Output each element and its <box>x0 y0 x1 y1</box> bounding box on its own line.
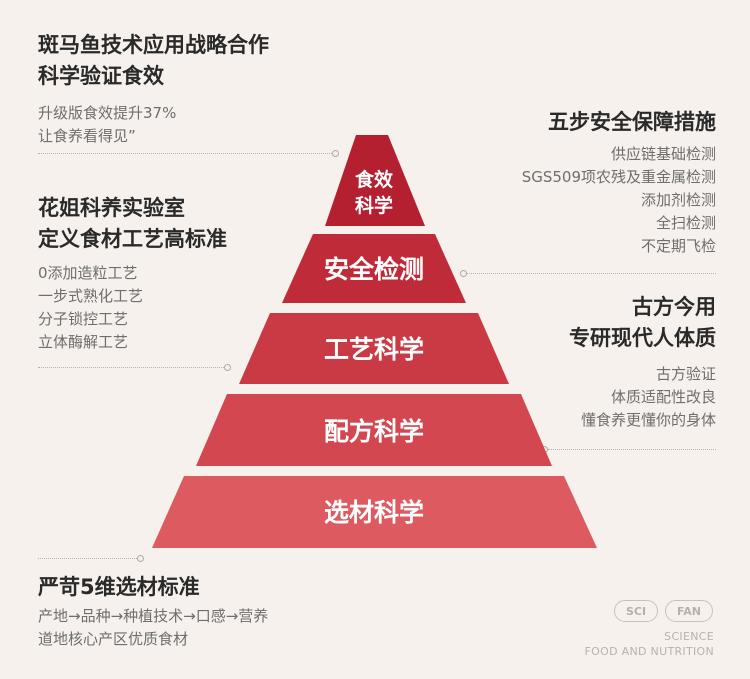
left-block-3-lines: 产地→品种→种植技术→口感→营养 道地核心产区优质食材 <box>38 607 269 648</box>
pyramid-tier-craft <box>239 313 509 384</box>
pyramid-tier-label-selection: 选材科学 <box>324 498 424 527</box>
left-block-3: 严苛5维选材标准 产地→品种→种植技术→口感→营养 道地核心产区优质食材 <box>38 572 368 651</box>
pyramid-tier-label-craft: 工艺科学 <box>324 335 424 364</box>
brand-pill-sci: SCI <box>614 600 658 622</box>
right-block-1: 五步安全保障措施 供应链基础检测 SGS509项农残及重金属检测 添加剂检测 全… <box>426 107 716 258</box>
pyramid-tier-label-formula: 配方科学 <box>324 417 424 446</box>
pyramid-tier-label-safety: 安全检测 <box>324 255 424 284</box>
pyramid-apex-label-1: 食效 <box>355 168 393 191</box>
connector-line <box>38 558 137 559</box>
connector-dot <box>332 150 339 157</box>
left-block-1-lines: 升级版食效提升37% 让食养看得见” <box>38 104 177 145</box>
pyramid-tier-formula <box>196 394 552 466</box>
left-block-2-title: 花姐科养实验室 定义食材工艺高标准 <box>38 196 227 251</box>
left-block-3-title: 严苛5维选材标准 <box>38 575 200 599</box>
left-block-2: 花姐科养实验室 定义食材工艺高标准 0添加造粒工艺 一步式熟化工艺 分子锁控工艺… <box>38 193 298 354</box>
connector-line <box>38 367 224 368</box>
right-block-2: 古方今用 专研现代人体质 古方验证 体质适配性改良 懂食养更懂你的身体 <box>456 292 716 432</box>
brand-pill-fan: FAN <box>665 600 713 622</box>
right-block-1-lines: 供应链基础检测 SGS509项农残及重金属检测 添加剂检测 全扫检测 不定期飞检 <box>521 145 716 255</box>
left-block-1-title: 斑马鱼技术应用战略合作 科学验证食效 <box>38 33 269 88</box>
connector-dot <box>137 555 144 562</box>
left-block-1: 斑马鱼技术应用战略合作 科学验证食效 升级版食效提升37% 让食养看得见” <box>38 30 328 148</box>
right-block-2-lines: 古方验证 体质适配性改良 懂食养更懂你的身体 <box>580 365 716 429</box>
right-block-1-title: 五步安全保障措施 <box>548 110 716 134</box>
connector-dot <box>460 270 467 277</box>
pyramid-tier-safety <box>282 234 466 303</box>
pyramid-apex-label-2: 科学 <box>355 194 393 217</box>
connector-dot <box>224 364 231 371</box>
left-block-2-lines: 0添加造粒工艺 一步式熟化工艺 分子锁控工艺 立体酶解工艺 <box>38 264 144 351</box>
connector-line <box>38 153 332 154</box>
right-block-2-title: 古方今用 专研现代人体质 <box>569 295 716 350</box>
pyramid-tier-apex <box>325 135 425 226</box>
pyramid-tier-selection <box>152 476 597 548</box>
connector-line <box>548 449 716 450</box>
brand-text: SCIENCE FOOD AND NUTRITION <box>584 630 714 658</box>
connector-line <box>467 273 716 274</box>
